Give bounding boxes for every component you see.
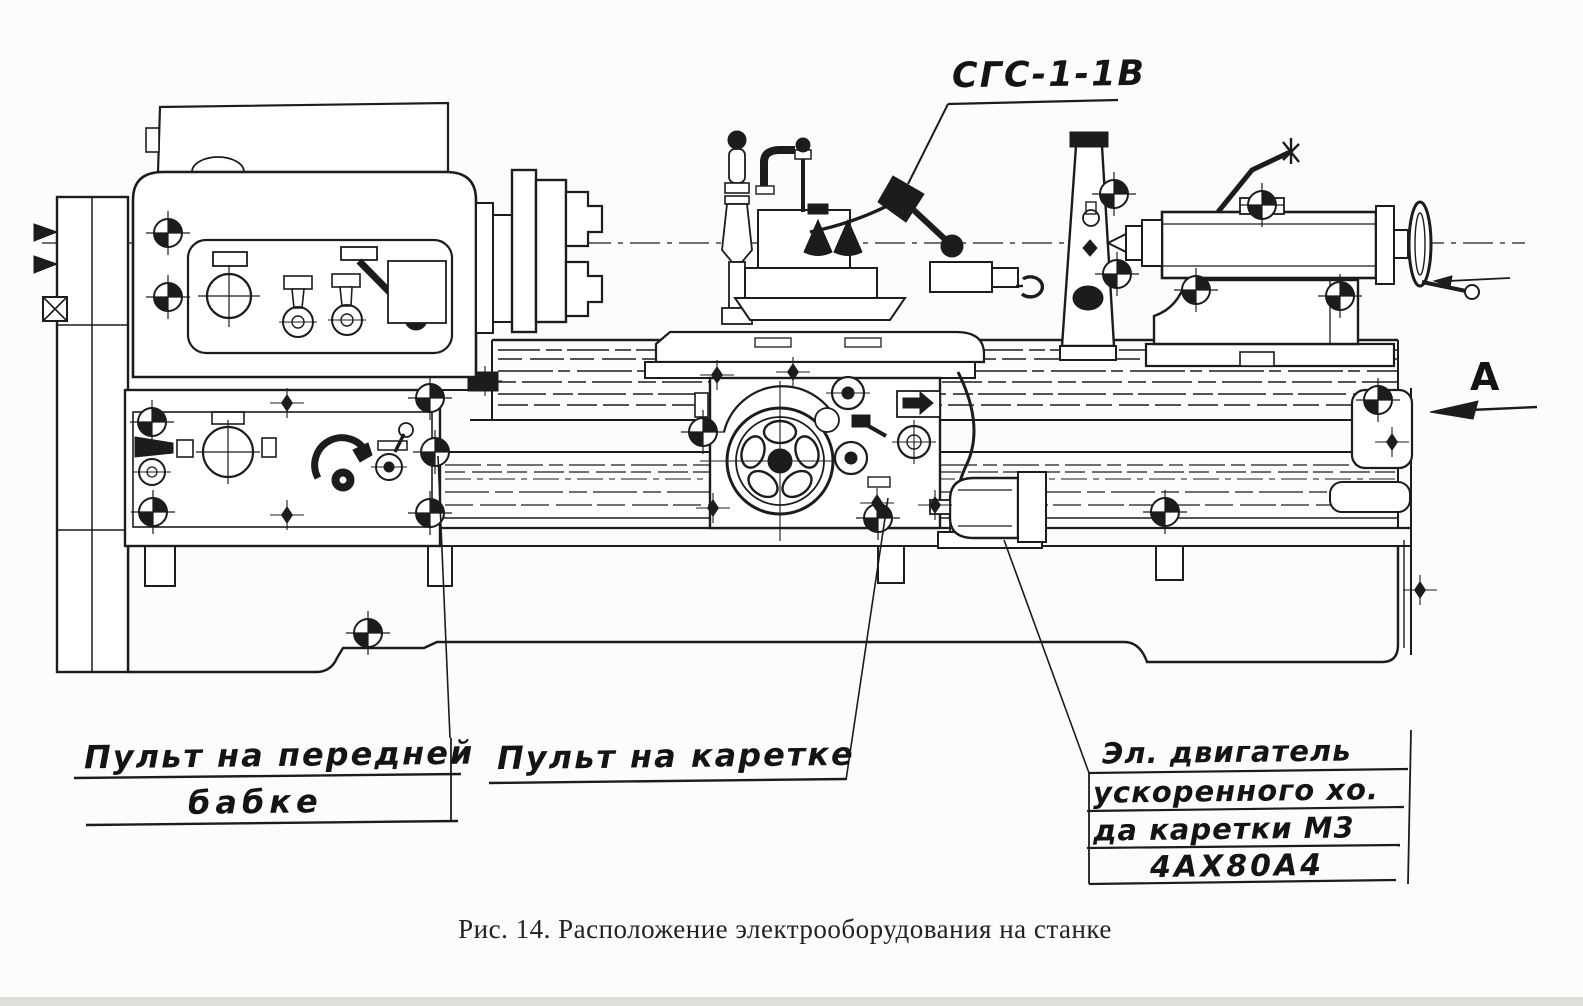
lamp-label: СГС-1-1В (951, 53, 1147, 97)
left-pedestal (33, 195, 130, 674)
headstock (128, 101, 513, 391)
motor-label-line2: ускоренного хо. (1092, 772, 1380, 810)
motor-label-line1: Эл. двигатель (1101, 733, 1352, 771)
steady-column (1059, 131, 1117, 361)
motor-label-line3: да каретки М3 (1092, 810, 1355, 848)
scan-artifact-strip (0, 997, 1583, 1006)
figure-caption: Рис. 14. Расположение электрооборудовани… (458, 914, 1112, 944)
headstock-leader-line (437, 455, 451, 739)
view-a-label: А (1470, 355, 1500, 399)
carriage (644, 330, 988, 548)
carriage-console-label: Пульт на каретке (496, 734, 855, 778)
motor-label-line4: 4АХ80А4 (1149, 847, 1325, 886)
callout-lines (73, 98, 1538, 886)
headstock-console-label-line2: бабке (187, 782, 323, 822)
feed-console (123, 388, 442, 548)
rapid-traverse-motor (929, 471, 1047, 549)
chuck (510, 168, 604, 334)
headstock-console-label-line1: Пульт на передней (83, 733, 475, 777)
motor-leader-line (1003, 539, 1090, 774)
lamp-leader-line (907, 103, 949, 185)
view-a-arrow (1429, 400, 1538, 420)
carriage-leader-line (845, 497, 889, 781)
tailstock (1105, 138, 1511, 368)
toolpost-and-lamp (721, 130, 1045, 325)
lamp-label-underline (947, 98, 1119, 106)
